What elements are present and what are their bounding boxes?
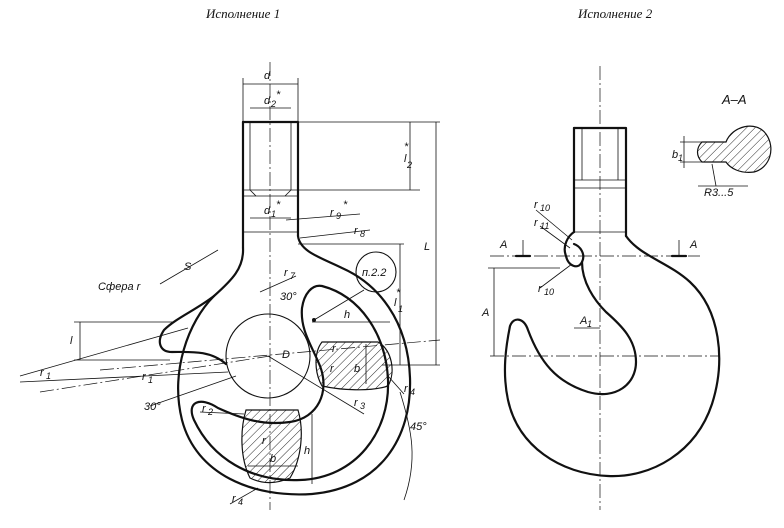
svg-text:l: l [404, 153, 407, 165]
svg-text:8: 8 [360, 229, 365, 239]
svg-text:1: 1 [678, 153, 683, 163]
svg-text:h: h [344, 309, 350, 321]
rod-eye [563, 230, 585, 268]
svg-text:d: d [264, 95, 271, 107]
svg-text:10: 10 [544, 287, 554, 297]
caption-variant-1: Исполнение 1 [205, 6, 280, 21]
svg-text:11: 11 [540, 221, 549, 231]
hook-variant-1: d d 2 * d 1 * l 2 * l 1 * L l S Сфера r … [19, 62, 441, 510]
svg-text:r: r [354, 397, 359, 409]
hook-variant-2: A A A A 1 r 10 r 11 r 10 A–A b 1 R3...5 [481, 66, 772, 510]
svg-text:3: 3 [360, 401, 365, 411]
svg-text:r: r [232, 493, 237, 505]
svg-text:A: A [689, 239, 697, 251]
svg-text:7: 7 [290, 271, 296, 281]
section-title: A–A [721, 92, 747, 107]
svg-text:r: r [354, 225, 359, 237]
svg-text:b: b [354, 363, 360, 375]
svg-text:1: 1 [398, 304, 403, 314]
svg-text:A: A [499, 239, 507, 251]
svg-text:*: * [404, 141, 409, 153]
svg-text:r: r [538, 283, 543, 295]
svg-text:*: * [343, 199, 348, 211]
svg-text:45°: 45° [410, 421, 427, 433]
hook-outer-contour [177, 234, 412, 496]
note-callout: п.2.2 [362, 267, 386, 279]
svg-text:l: l [70, 335, 73, 347]
svg-text:1: 1 [46, 371, 51, 381]
section-right [315, 341, 393, 391]
svg-text:l: l [394, 297, 397, 309]
svg-text:r: r [262, 435, 267, 447]
svg-text:30°: 30° [144, 401, 161, 413]
svg-text:*: * [396, 287, 401, 299]
svg-text:r: r [534, 217, 539, 229]
svg-text:r: r [534, 199, 539, 211]
svg-text:b: b [270, 453, 276, 465]
svg-text:r: r [330, 207, 335, 219]
svg-text:1: 1 [148, 375, 153, 385]
svg-text:*: * [276, 89, 281, 101]
svg-text:*: * [276, 199, 281, 211]
svg-text:d: d [264, 205, 271, 217]
svg-text:4: 4 [410, 387, 415, 397]
svg-text:1: 1 [271, 209, 276, 219]
svg-text:2: 2 [270, 99, 276, 109]
svg-text:r: r [330, 363, 335, 375]
svg-text:2: 2 [406, 160, 412, 170]
svg-text:2: 2 [207, 407, 213, 417]
svg-text:1: 1 [587, 319, 592, 329]
hook-nose [158, 294, 228, 366]
section-a-a [696, 125, 772, 173]
svg-text:9: 9 [336, 211, 341, 221]
svg-text:4: 4 [238, 497, 243, 507]
hook-throat-contour [190, 284, 390, 482]
hook-2-outer [503, 234, 721, 478]
dim-L: L [424, 241, 430, 253]
svg-text:r: r [404, 383, 409, 395]
svg-text:10: 10 [540, 203, 550, 213]
shank-2-right [572, 126, 628, 238]
svg-text:r: r [284, 267, 289, 279]
pin-circle [225, 313, 311, 399]
svg-text:S: S [184, 261, 192, 273]
svg-text:R3...5: R3...5 [704, 187, 734, 199]
svg-text:r: r [40, 367, 45, 379]
svg-text:30°: 30° [280, 291, 297, 303]
caption-variant-2: Исполнение 2 [577, 6, 653, 21]
svg-text:h: h [304, 445, 310, 457]
svg-text:r: r [202, 403, 207, 415]
svg-text:b: b [672, 149, 678, 161]
dim-d: d [264, 70, 271, 82]
svg-text:D: D [282, 349, 290, 361]
sphere-label: Сфера r [98, 281, 142, 293]
svg-text:A: A [579, 315, 587, 327]
section-bottom [241, 409, 302, 484]
svg-text:A: A [481, 307, 489, 319]
svg-text:r: r [142, 371, 147, 383]
svg-text:r: r [332, 343, 337, 355]
